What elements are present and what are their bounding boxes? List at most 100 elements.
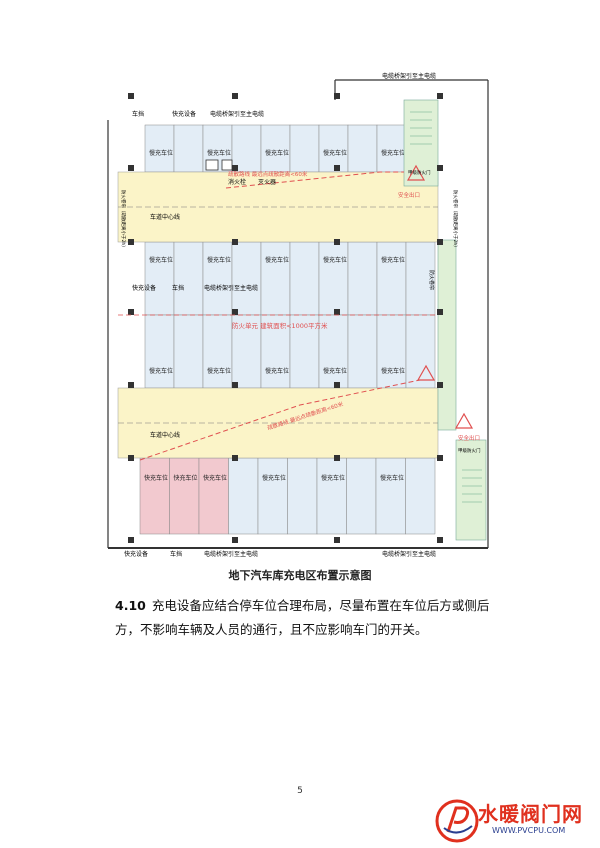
bottom-row-spot-label: 慢充车位 xyxy=(321,474,345,482)
mid-row-b-spot xyxy=(318,314,349,389)
label-extinguisher: 灭火器 xyxy=(258,179,276,186)
top-row-spot-label: 慢充车位 xyxy=(265,149,289,157)
bottom-row-spot-label: 慢充车位 xyxy=(380,474,404,482)
bottom-row-spot xyxy=(287,457,318,535)
column-marker xyxy=(437,93,443,99)
column-marker xyxy=(128,93,134,99)
column-marker xyxy=(232,537,238,543)
mid-row-b-spot xyxy=(289,314,320,389)
mid-row-b-spot-label: 慢充车位 xyxy=(149,367,173,375)
label-cable-top: 电缆桥架引至主电缆 xyxy=(382,72,436,80)
bottom-row-spot-label: 快充车位 xyxy=(144,474,168,482)
label-side-spacing-left: 防火卷帘（疏散距离小于2h） xyxy=(120,190,127,250)
figure-caption: 地下汽车库充电区布置示意图 xyxy=(228,569,372,582)
mid-row-a-spot-label: 慢充车位 xyxy=(207,256,231,264)
bottom-row-spot-label: 慢充车位 xyxy=(262,474,286,482)
column-marker xyxy=(334,93,340,99)
bottom-row-spot xyxy=(346,457,377,535)
column-marker xyxy=(334,309,340,315)
column-marker xyxy=(128,382,134,388)
hydrant-icon xyxy=(205,159,219,171)
bottom-row-spot-label: 快充车位 xyxy=(174,474,198,482)
mid-row-a-spot xyxy=(318,241,349,316)
stair-zone-bottom xyxy=(455,439,487,541)
bottom-row-spot xyxy=(316,457,347,535)
safe-exit-top-icon xyxy=(406,164,426,181)
bottom-row-spot xyxy=(405,457,436,535)
top-row-spot xyxy=(376,124,407,173)
label-cable-tray-top: 电缆桥架引至主电缆 xyxy=(210,110,264,118)
label-safe-exit-bottom: 安全出口 xyxy=(458,434,480,442)
label-evac-route-top: 疏散路线 最远点疏散距离<60米 xyxy=(228,170,308,178)
mid-row-b-spot xyxy=(405,314,436,389)
label-cable-tray-bottom: 电缆桥架引至主电缆 xyxy=(204,550,258,558)
page-number: 5 xyxy=(297,786,303,796)
column-marker xyxy=(128,239,134,245)
label-fire-door-top: 甲级防火门 xyxy=(408,169,431,176)
column-marker xyxy=(334,455,340,461)
label-car-block-mid: 车挡 xyxy=(172,284,184,292)
stair-treads-bottom xyxy=(462,469,482,503)
top-row-spot xyxy=(231,124,262,173)
watermark-title: 水暖阀门网 xyxy=(478,802,583,826)
label-side-spacing-right: 防火卷帘（疏散距离小于2h） xyxy=(452,190,459,250)
label-charging-device-mid: 快充设备 xyxy=(132,284,156,292)
middle-parking-rows: 慢充车位慢充车位慢充车位慢充车位慢充车位慢充车位慢充车位慢充车位慢充车位慢充车位 xyxy=(144,241,436,389)
column-marker xyxy=(128,455,134,461)
label-cable-tray-mid: 电缆桥架引至主电缆 xyxy=(204,284,258,292)
top-row-spot xyxy=(260,124,291,173)
stair-zone-top xyxy=(403,99,439,187)
label-car-block-bottom: 车挡 xyxy=(170,550,182,558)
top-row-spot xyxy=(318,124,349,173)
mid-row-a-spot xyxy=(202,241,233,316)
mid-row-a-spot-label: 慢充车位 xyxy=(381,256,405,264)
watermark-url: WWW.PVCPU.COM xyxy=(492,826,566,835)
evacuation-route-top xyxy=(225,171,404,189)
label-fire-shutter: 防火卷帘 xyxy=(428,270,435,290)
bottom-row-spot xyxy=(228,457,259,535)
bottom-row-spot xyxy=(139,457,170,535)
label-hydrant: 消火栓 xyxy=(228,178,246,186)
label-charging-device-bottom: 快充设备 xyxy=(124,550,148,558)
column-marker xyxy=(437,165,443,171)
mid-row-b-spot-label: 慢充车位 xyxy=(265,367,289,375)
column-marker xyxy=(232,455,238,461)
column-marker xyxy=(232,165,238,171)
bottom-row-spot xyxy=(257,457,288,535)
top-row-spot-label: 慢充车位 xyxy=(207,149,231,157)
column-marker xyxy=(232,239,238,245)
mid-row-b-spot xyxy=(173,314,204,389)
mid-row-a-spot-label: 慢充车位 xyxy=(323,256,347,264)
column-marker xyxy=(334,239,340,245)
label-safe-exit-top: 安全出口 xyxy=(398,191,420,199)
top-row-spot xyxy=(347,124,378,173)
structural-columns xyxy=(128,93,443,543)
top-row-spot-label: 慢充车位 xyxy=(381,149,405,157)
mid-row-a-spot xyxy=(376,241,407,316)
mid-row-a-spot-label: 慢充车位 xyxy=(265,256,289,264)
extinguisher-icon xyxy=(221,159,233,171)
column-marker xyxy=(128,165,134,171)
stair-treads-top xyxy=(410,111,432,145)
outer-wall xyxy=(107,79,489,548)
mid-row-a-spot xyxy=(289,241,320,316)
bottom-row-spot xyxy=(169,457,200,535)
top-row-spot xyxy=(289,124,320,173)
mid-row-b-spot-label: 慢充车位 xyxy=(207,367,231,375)
bottom-row-spot-label: 快充车位 xyxy=(203,474,227,482)
mid-row-a-spot xyxy=(173,241,204,316)
column-marker xyxy=(232,93,238,99)
mid-row-a-spot xyxy=(405,241,436,316)
watermark: 水暖阀门网 WWW.PVCPU.COM xyxy=(430,796,600,848)
mid-row-a-spot xyxy=(231,241,262,316)
label-charging-device-top: 快充设备 xyxy=(172,110,196,118)
top-row-spot xyxy=(144,124,175,173)
clause-number: 4.10 xyxy=(115,598,146,613)
mid-row-a-spot xyxy=(260,241,291,316)
evacuation-route-bottom xyxy=(139,379,421,461)
mid-row-a-spot-label: 慢充车位 xyxy=(149,256,173,264)
column-marker xyxy=(437,455,443,461)
top-row-spot xyxy=(173,124,204,173)
label-cable-tray-bottom-right: 电缆桥架引至主电缆 xyxy=(382,550,436,558)
